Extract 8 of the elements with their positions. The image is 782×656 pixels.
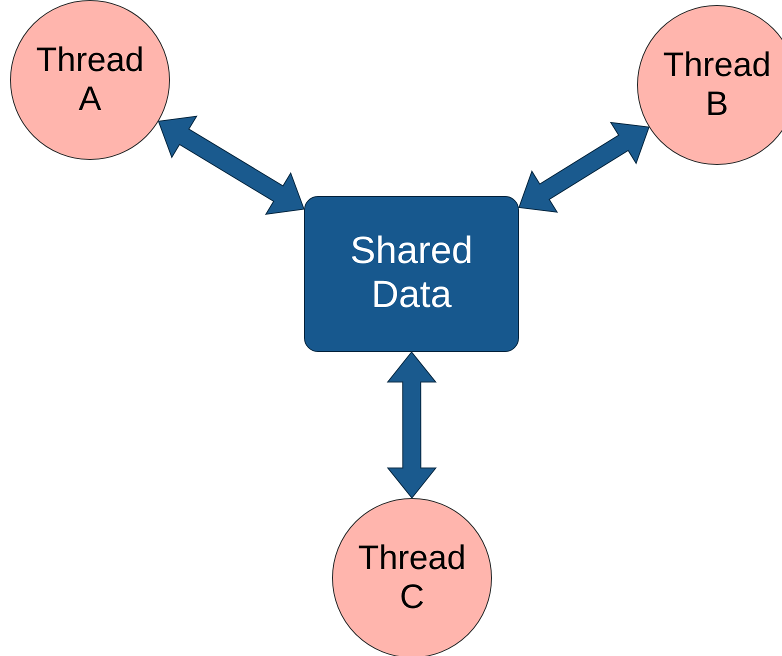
node-label: Thread C <box>357 538 467 618</box>
node-label: Thread B <box>662 46 772 124</box>
node-label: Thread A <box>35 40 145 120</box>
data-box <box>304 196 519 352</box>
node-label: Shared Data <box>349 230 474 318</box>
double-arrow <box>518 122 650 213</box>
double-arrow <box>158 116 305 215</box>
double-arrow <box>386 351 437 499</box>
